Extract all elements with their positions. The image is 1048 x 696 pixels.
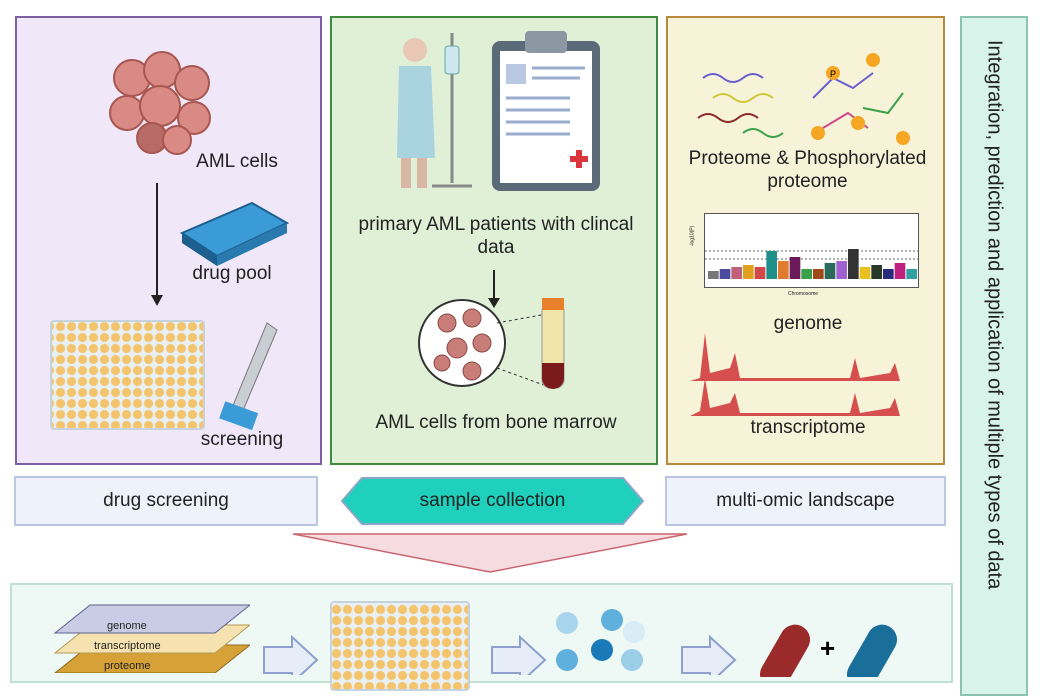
manhattan-bar — [883, 269, 894, 279]
manhattan-bar — [731, 267, 742, 279]
manhattan-bar — [859, 267, 871, 279]
svg-text:+: + — [820, 633, 835, 663]
sample-collection-label: sample collection — [419, 490, 566, 511]
manhattan-bars — [705, 249, 920, 279]
drug-screening-panel: AML cells drug pool screening — [15, 16, 322, 465]
phospho-marker: P — [830, 69, 836, 79]
right-arrow-icon — [263, 635, 319, 675]
manhattan-bar — [708, 271, 719, 279]
manhattan-plot — [704, 213, 920, 288]
manhattan-bar — [789, 257, 801, 279]
drug-plate-icon — [179, 201, 290, 266]
right-arrow-icon — [681, 635, 737, 675]
patient-with-iv-icon — [397, 33, 472, 188]
manhattan-bar — [894, 263, 906, 279]
side-title: Integration, prediction and application … — [983, 40, 1006, 590]
drug-pool-label: drug pool — [192, 263, 272, 284]
multi-omic-panel: P Proteome & Phosphorylated proteome -lo… — [666, 16, 945, 465]
well-plate-icon — [330, 601, 470, 691]
manhattan-bar — [766, 251, 777, 279]
proteome-label: Proteome & Phosphorylated proteome — [688, 148, 927, 192]
screening-label: screening — [200, 429, 284, 450]
transcriptome-label: transcriptome — [750, 417, 866, 438]
molecules-icon — [556, 609, 645, 671]
down-arrow-icon — [488, 270, 500, 308]
bone-marrow-label: AML cells from bone marrow — [375, 412, 617, 433]
manhattan-bar — [813, 269, 824, 279]
manhattan-bar — [871, 265, 882, 279]
manhattan-bar — [848, 249, 859, 279]
layer-genome: genome — [107, 620, 147, 632]
layer-transcriptome: transcriptome — [94, 640, 161, 652]
manhattan-bar — [836, 261, 847, 279]
manhattan-bar — [754, 267, 766, 279]
manhattan-xlabel: Chromosome — [788, 291, 819, 297]
down-arrow-icon — [151, 183, 163, 306]
manhattan-ylabel: -log10(P) — [689, 225, 696, 247]
manhattan-bar — [824, 263, 836, 279]
bottom-workflow-panel: genome transcriptome proteome + — [10, 583, 953, 691]
manhattan-bar — [778, 261, 789, 279]
drug-combination-icon: + — [760, 624, 897, 677]
well-plate-icon — [50, 320, 205, 430]
manhattan-bar — [719, 269, 731, 279]
bone-marrow-cells-icon — [418, 298, 565, 389]
integration-side-panel: Integration, prediction and application … — [960, 16, 1028, 696]
manhattan-bar — [801, 269, 812, 279]
clipboard-icon — [492, 31, 600, 191]
genome-label: genome — [773, 313, 843, 334]
multi-omic-label: multi-omic landscape — [665, 476, 946, 526]
patients-label: primary AML patients with clincal data — [358, 214, 634, 258]
manhattan-bar — [743, 265, 754, 279]
right-arrow-icon — [491, 635, 547, 675]
omics-layers-icon — [53, 604, 250, 673]
funnel-triangle — [292, 533, 688, 573]
transcriptome-tracks-icon — [690, 333, 900, 416]
drug-screening-label: drug screening — [14, 476, 318, 526]
sample-collection-panel: primary AML patients with clincal data A… — [330, 16, 658, 465]
manhattan-bar — [906, 269, 917, 279]
protein-phospho-icon: P — [697, 53, 910, 145]
pipette-icon — [219, 322, 278, 431]
aml-cells-label: AML cells — [196, 151, 278, 172]
layer-proteome: proteome — [104, 660, 151, 672]
aml-cells-cluster-icon — [109, 51, 211, 155]
sample-collection-hexagon — [340, 477, 645, 525]
